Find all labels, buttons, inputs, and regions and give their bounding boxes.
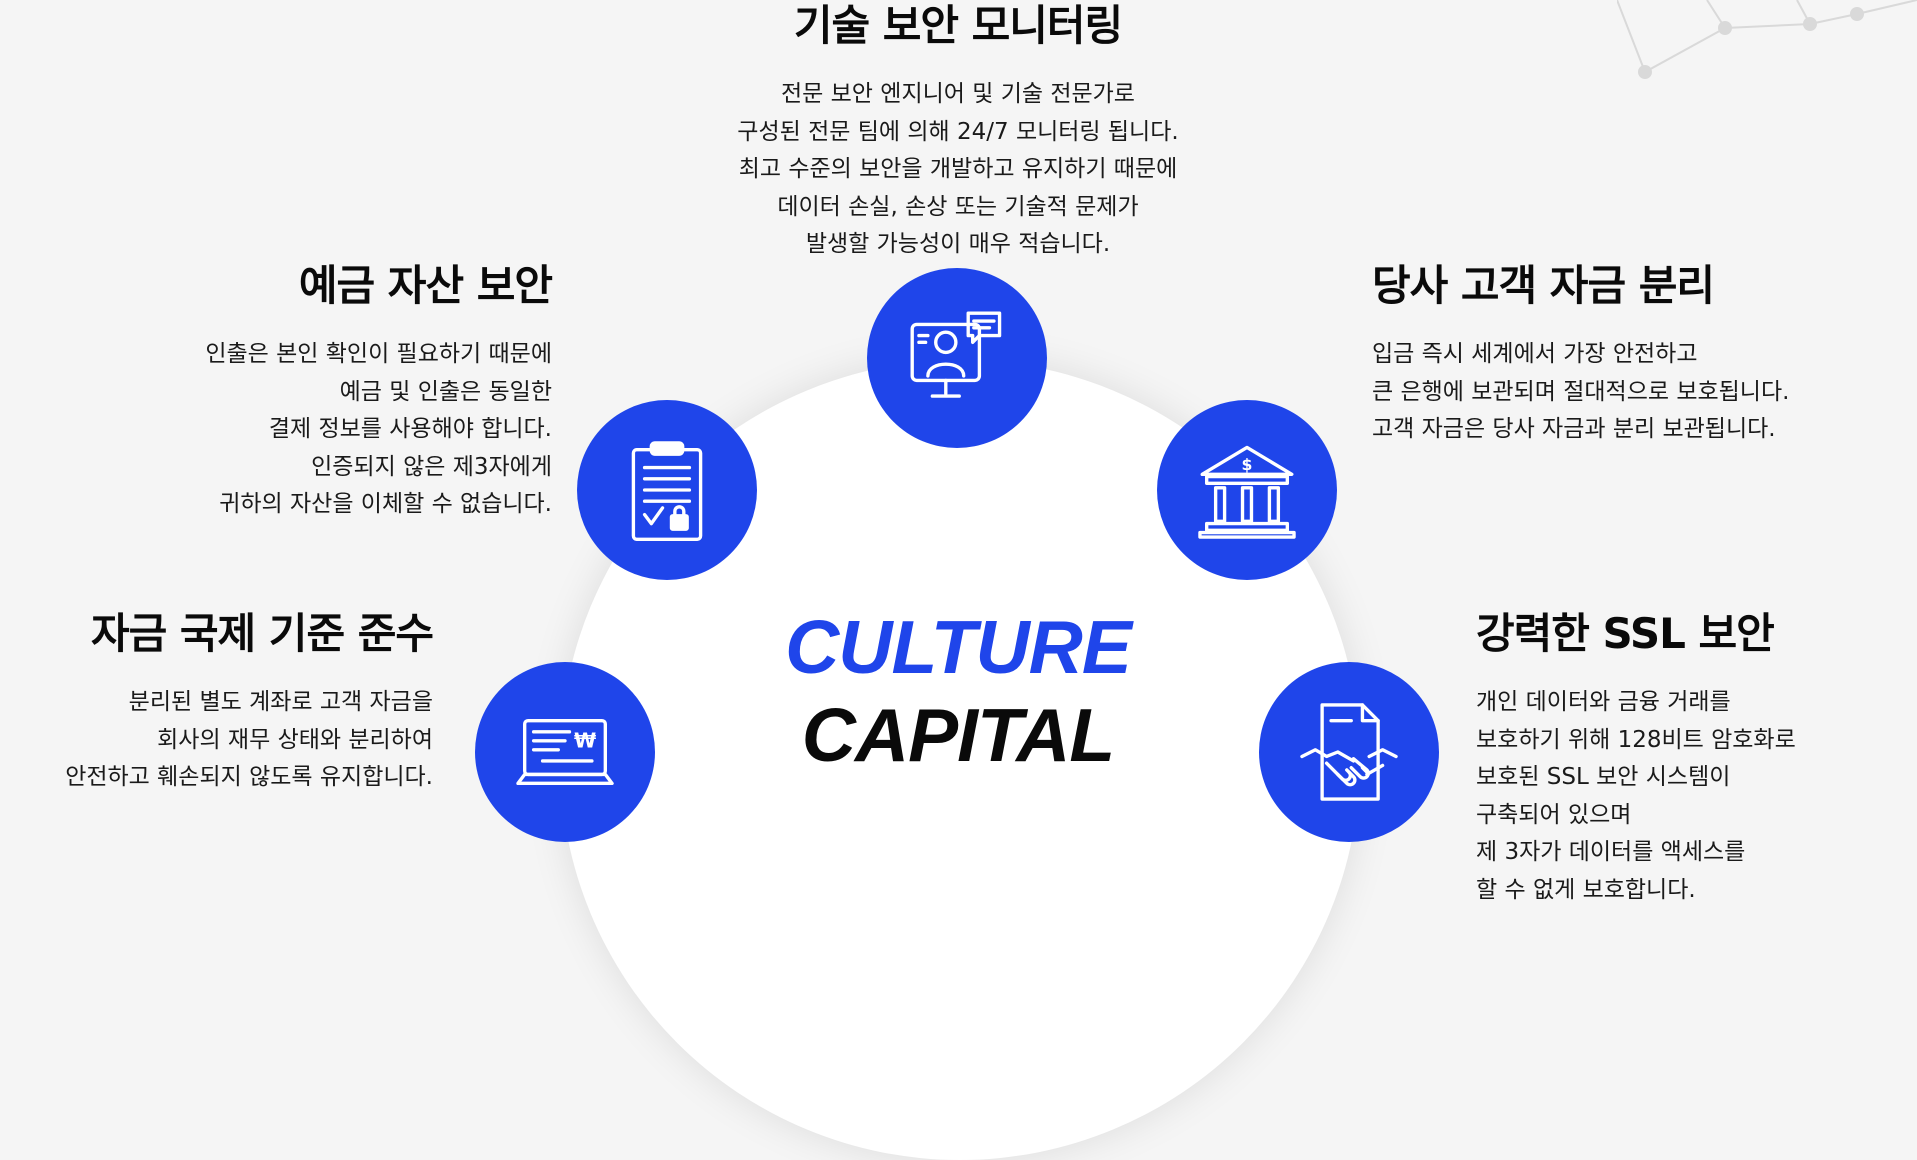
feature-line: 안전하고 훼손되지 않도록 유지합니다. [65, 764, 433, 791]
svg-text:₩: ₩ [574, 729, 596, 753]
brand-capital: CAPITAL [801, 693, 1115, 777]
feature-line: 구축되어 있으며 [1476, 801, 1632, 828]
feature-tech-monitoring: 기술 보안 모니터링 전문 보안 엔지니어 및 기술 전문가로 구성된 전문 팀… [683, 1, 1233, 264]
feature-title: 당사 고객 자금 분리 [1372, 261, 1715, 310]
feature-line: 고객 자금은 당사 자금과 분리 보관됩니다. [1372, 416, 1776, 443]
bank-icon: $ [1157, 400, 1337, 580]
feature-line: 회사의 재무 상태와 분리하여 [157, 726, 433, 753]
feature-line: 최고 수준의 보안을 개발하고 유지하기 때문에 [738, 156, 1178, 183]
feature-line: 큰 은행에 보관되며 절대적으로 보호됩니다. [1372, 378, 1790, 405]
feature-title: 강력한 SSL 보안 [1476, 609, 1775, 658]
network-decoration [1617, 0, 1917, 79]
feature-title: 예금 자산 보안 [298, 261, 553, 310]
feature-line: 보호하기 위해 128비트 암호화로 [1476, 726, 1796, 753]
feature-line: 제 3자가 데이터를 액세스를 [1476, 839, 1746, 866]
feature-line: 귀하의 자산을 이체할 수 없습니다. [219, 491, 552, 518]
monitor-person-chat-icon [867, 268, 1047, 448]
feature-line: 인출은 본인 확인이 필요하기 때문에 [205, 341, 552, 368]
svg-text:$: $ [1242, 455, 1253, 474]
feature-line: 분리된 별도 계좌로 고객 자금을 [128, 689, 433, 716]
feature-line: 데이터 손실, 손상 또는 기술적 문제가 [777, 193, 1139, 220]
feature-line: 입금 즉시 세계에서 가장 안전하고 [1372, 341, 1698, 368]
feature-title: 기술 보안 모니터링 [793, 1, 1123, 50]
brand-culture: CULTURE [785, 605, 1132, 689]
feature-line: 보호된 SSL 보안 시스템이 [1476, 764, 1731, 791]
document-handshake-icon [1259, 662, 1439, 842]
feature-international-standards: 자금 국제 기준 준수 분리된 별도 계좌로 고객 자금을 회사의 재무 상태와… [20, 609, 434, 797]
feature-line: 개인 데이터와 금융 거래를 [1476, 689, 1731, 716]
feature-ssl-security: 강력한 SSL 보안 개인 데이터와 금융 거래를 보호하기 위해 128비트 … [1476, 609, 1896, 909]
feature-line: 전문 보안 엔지니어 및 기술 전문가로 [781, 81, 1135, 108]
laptop-won-icon: ₩ [475, 662, 655, 842]
feature-title: 자금 국제 기준 준수 [91, 609, 434, 658]
clipboard-lock-icon [577, 400, 757, 580]
feature-line: 발생할 가능성이 매우 적습니다. [805, 231, 1111, 258]
feature-fund-segregation: 당사 고객 자금 분리 입금 즉시 세계에서 가장 안전하고 큰 은행에 보관되… [1372, 261, 1872, 449]
feature-line: 결제 정보를 사용해야 합니다. [268, 416, 552, 443]
feature-deposit-security: 예금 자산 보안 인출은 본인 확인이 필요하기 때문에 예금 및 인출은 동일… [150, 261, 553, 524]
feature-line: 구성된 전문 팀에 의해 24/7 모니터링 됩니다. [737, 118, 1179, 145]
feature-line: 예금 및 인출은 동일한 [339, 378, 552, 405]
feature-line: 인증되지 않은 제3자에게 [311, 453, 552, 480]
feature-line: 할 수 없게 보호합니다. [1476, 876, 1696, 903]
